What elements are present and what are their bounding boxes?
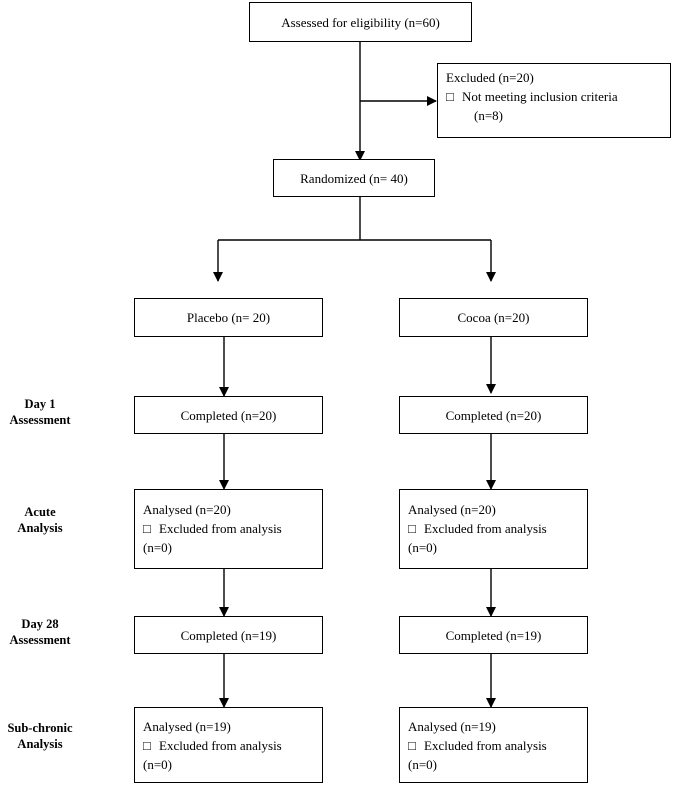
placebo-day1-text: Completed (n=20): [180, 407, 277, 423]
cocoa-allocation-box: Cocoa (n=20): [399, 298, 588, 337]
placebo-acute-analysed: Analysed (n=20): [143, 502, 231, 517]
cocoa-day1-box: Completed (n=20): [399, 396, 588, 434]
cocoa-acute-excluded: Excluded from analysis: [424, 521, 547, 536]
stage-label-day28: Day 28 Assessment: [9, 617, 71, 647]
checkbox-icon: □: [143, 521, 151, 536]
placebo-subchronic-excluded-count: (n=0): [143, 757, 172, 772]
cocoa-subchronic-excluded-count: (n=0): [408, 757, 437, 772]
cocoa-acute-excluded-count: (n=0): [408, 540, 437, 555]
placebo-subchronic-analysed: Analysed (n=19): [143, 719, 231, 734]
cocoa-acute-box: Analysed (n=20) □Excluded from analysis …: [399, 489, 588, 569]
cocoa-day1-text: Completed (n=20): [445, 407, 542, 423]
cocoa-subchronic-analysed: Analysed (n=19): [408, 719, 496, 734]
placebo-day28-text: Completed (n=19): [180, 627, 277, 643]
randomized-box: Randomized (n= 40): [273, 159, 435, 197]
excluded-item: Not meeting inclusion criteria: [462, 89, 618, 104]
placebo-acute-box: Analysed (n=20) □Excluded from analysis …: [134, 489, 323, 569]
checkbox-icon: □: [408, 738, 416, 753]
cocoa-day28-text: Completed (n=19): [445, 627, 542, 643]
placebo-day28-box: Completed (n=19): [134, 616, 323, 654]
placebo-acute-excluded-count: (n=0): [143, 540, 172, 555]
stage-label-day1: Day 1 Assessment: [9, 397, 71, 427]
excluded-title: Excluded (n=20): [446, 70, 534, 85]
placebo-subchronic-excluded: Excluded from analysis: [159, 738, 282, 753]
cocoa-acute-analysed: Analysed (n=20): [408, 502, 496, 517]
cocoa-subchronic-excluded: Excluded from analysis: [424, 738, 547, 753]
cocoa-day28-box: Completed (n=19): [399, 616, 588, 654]
assessed-box: Assessed for eligibility (n=60): [249, 2, 472, 42]
cocoa-subchronic-box: Analysed (n=19) □Excluded from analysis …: [399, 707, 588, 783]
randomized-text: Randomized (n= 40): [300, 170, 408, 186]
assessed-text: Assessed for eligibility (n=60): [281, 14, 440, 30]
stage-label-subchronic: Sub-chronic Analysis: [7, 721, 73, 751]
placebo-allocation-text: Placebo (n= 20): [186, 310, 271, 325]
placebo-allocation-box: Placebo (n= 20): [134, 298, 323, 337]
excluded-box: Excluded (n=20) □ Not meeting inclusion c…: [437, 63, 671, 138]
stage-label-acute: Acute Analysis: [17, 505, 63, 535]
placebo-subchronic-box: Analysed (n=19) □Excluded from analysis …: [134, 707, 323, 783]
placebo-acute-excluded: Excluded from analysis: [159, 521, 282, 536]
cocoa-allocation-text: Cocoa (n=20): [457, 310, 530, 325]
checkbox-icon: □: [446, 89, 454, 104]
checkbox-icon: □: [143, 738, 151, 753]
placebo-day1-box: Completed (n=20): [134, 396, 323, 434]
checkbox-icon: □: [408, 521, 416, 536]
excluded-item-count: (n=8): [474, 108, 503, 123]
